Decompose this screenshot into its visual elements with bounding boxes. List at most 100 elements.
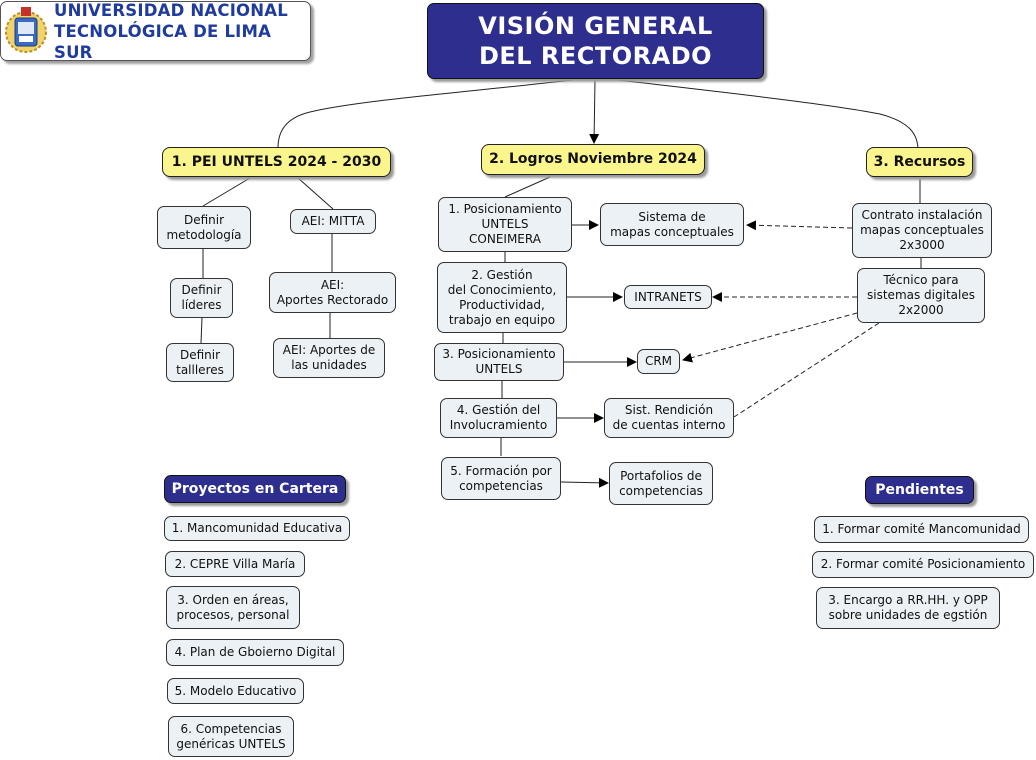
node-text: Técnico para xyxy=(883,273,959,287)
node-text: sobre unidades de egstión xyxy=(828,608,988,622)
proyecto-item-3[interactable]: 3. Orden en áreas, procesos, personal xyxy=(166,586,300,629)
branch-logros[interactable]: 2. Logros Noviembre 2024 xyxy=(481,144,705,175)
node-text: mapas conceptuales xyxy=(860,223,984,237)
recurso-tecnico[interactable]: Técnico para sistemas digitales 2x2000 xyxy=(857,268,985,323)
node-text: 4. Gestión del xyxy=(456,403,541,417)
target-crm[interactable]: CRM xyxy=(637,349,680,374)
node-text: 3. Posicionamiento xyxy=(442,347,556,361)
node-text: 2. Formar comité Posicionamiento xyxy=(820,557,1026,571)
pendientes-header-label: Pendientes xyxy=(875,481,964,498)
node-text: líderes xyxy=(181,298,222,312)
node-text: 6. Competencias xyxy=(180,721,282,736)
node-text: Portafolios de xyxy=(620,468,702,483)
node-text: CONEIMERA xyxy=(469,232,541,246)
link-pei-metodologia xyxy=(202,177,251,207)
pendiente-item-1[interactable]: 1. Formar comité Mancomunidad xyxy=(814,516,1029,543)
node-text: Productividad, xyxy=(459,297,545,312)
node-aei-aportes-rectorado[interactable]: AEI: Aportes Rectorado xyxy=(269,272,396,313)
dashed-contrato-mapas xyxy=(746,220,853,231)
node-text: 2x2000 xyxy=(898,303,944,317)
main-title[interactable]: VISIÓN GENERAL DEL RECTORADO xyxy=(427,3,764,79)
node-text: metodología xyxy=(166,227,242,242)
recurso-contrato[interactable]: Contrato instalación mapas conceptuales … xyxy=(852,203,992,258)
branch-recursos[interactable]: 3. Recursos xyxy=(866,147,973,177)
node-text: Sistema de xyxy=(638,209,706,224)
node-definir-metodologia[interactable]: Definir metodología xyxy=(157,206,251,249)
node-text: 4. Plan de Gboierno Digital xyxy=(174,645,336,659)
target-portafolios[interactable]: Portafolios de competencias xyxy=(609,462,713,505)
logro-item-3[interactable]: 3. Posicionamiento UNTELS xyxy=(434,343,564,381)
node-text: 1. Formar comité Mancomunidad xyxy=(822,522,1021,536)
logro-item-4[interactable]: 4. Gestión del Involucramiento xyxy=(440,398,557,438)
link-lideres-talleres xyxy=(200,317,203,344)
title-line-1: VISIÓN GENERAL xyxy=(478,12,713,40)
node-text: genéricas UNTELS xyxy=(176,736,286,751)
node-text: competencias xyxy=(459,478,543,493)
node-text: 1. Mancomunidad Educativa xyxy=(171,521,343,535)
node-text: de cuentas interno xyxy=(612,418,726,432)
node-text: trabajo en equipo xyxy=(448,312,556,327)
node-text: sistemas digitales xyxy=(867,288,975,302)
node-text: Aportes Rectorado xyxy=(276,292,389,307)
pendiente-item-3[interactable]: 3. Encargo a RR.HH. y OPP sobre unidades… xyxy=(816,587,1000,629)
proyecto-item-1[interactable]: 1. Mancomunidad Educativa xyxy=(164,516,350,541)
node-text: Sist. Rendición xyxy=(624,403,714,417)
branch-logros-label: 2. Logros Noviembre 2024 xyxy=(489,151,697,167)
node-text: Definir xyxy=(181,283,222,297)
node-definir-lideres[interactable]: Definir líderes xyxy=(170,278,233,318)
logro-item-2[interactable]: 2. Gestión del Conocimiento, Productivid… xyxy=(437,262,567,333)
target-mapas-conceptuales[interactable]: Sistema de mapas conceptuales xyxy=(600,203,744,246)
branch-recursos-label: 3. Recursos xyxy=(873,153,966,170)
node-text: Definir xyxy=(183,212,225,227)
node-text: 2x3000 xyxy=(899,238,945,252)
node-text: mapas conceptuales xyxy=(610,224,734,239)
node-text: 1. Posicionamiento xyxy=(448,202,562,216)
proyecto-item-6[interactable]: 6. Competencias genéricas UNTELS xyxy=(168,716,294,757)
node-text: procesos, personal xyxy=(176,607,290,622)
link-logros-item1 xyxy=(504,176,551,198)
node-text: competencias xyxy=(619,483,703,498)
node-text: tallleres xyxy=(176,362,224,377)
node-text: AEI: MITTA xyxy=(301,214,365,228)
proyectos-header-label: Proyectos en Cartera xyxy=(171,480,339,497)
title-line-2: DEL RECTORADO xyxy=(478,42,713,70)
proyecto-item-5[interactable]: 5. Modelo Educativo xyxy=(167,678,304,704)
node-text: CRM xyxy=(644,354,673,368)
target-rendicion-cuentas[interactable]: Sist. Rendición de cuentas interno xyxy=(604,398,734,438)
node-text: INTRANETS xyxy=(634,289,702,304)
link-pei-mitta xyxy=(297,177,334,210)
university-seal-icon xyxy=(4,4,48,58)
link-item5-target xyxy=(560,477,609,488)
node-aei-mitta[interactable]: AEI: MITTA xyxy=(290,209,376,234)
logro-item-1[interactable]: 1. Posicionamiento UNTELS CONEIMERA xyxy=(438,197,572,252)
node-definir-talleres[interactable]: Definir tallleres xyxy=(166,343,234,382)
node-text: Definir xyxy=(179,347,221,362)
node-text: AEI: Aportes de xyxy=(282,343,376,357)
node-text: Contrato instalación xyxy=(861,208,983,222)
node-text: AEI: xyxy=(320,277,345,292)
target-intranets[interactable]: INTRANETS xyxy=(624,285,712,309)
logo-line-1: UNIVERSIDAD NACIONAL xyxy=(54,0,288,20)
node-text: del Conocimiento, xyxy=(447,282,557,297)
dashed-tecnico-crm xyxy=(682,312,858,363)
node-text: 5. Formación por xyxy=(450,463,552,478)
branch-pei[interactable]: 1. PEI UNTELS 2024 - 2030 xyxy=(162,147,391,177)
pendientes-header[interactable]: Pendientes xyxy=(865,476,974,504)
logro-item-5[interactable]: 5. Formación por competencias xyxy=(441,457,561,500)
node-aei-aportes-unidades[interactable]: AEI: Aportes de las unidades xyxy=(273,338,385,378)
dashed-tecnico-rendicion xyxy=(733,322,880,418)
proyecto-item-4[interactable]: 4. Plan de Gboierno Digital xyxy=(166,639,344,666)
proyecto-item-2[interactable]: 2. CEPRE Villa María xyxy=(165,551,305,577)
link-title-logros xyxy=(589,79,600,144)
node-text: UNTELS xyxy=(481,217,529,231)
pendiente-item-2[interactable]: 2. Formar comité Posicionamiento xyxy=(812,551,1034,578)
node-text: 5. Modelo Educativo xyxy=(174,683,297,698)
proyectos-header[interactable]: Proyectos en Cartera xyxy=(164,475,346,503)
node-text: 2. Gestión xyxy=(471,267,533,282)
link-title-recursos xyxy=(617,79,919,149)
node-text: 2. CEPRE Villa María xyxy=(174,556,296,571)
branch-pei-label: 1. PEI UNTELS 2024 - 2030 xyxy=(171,153,382,170)
node-text: 3. Encargo a RR.HH. y OPP xyxy=(828,593,988,607)
node-text: UNTELS xyxy=(475,362,523,376)
